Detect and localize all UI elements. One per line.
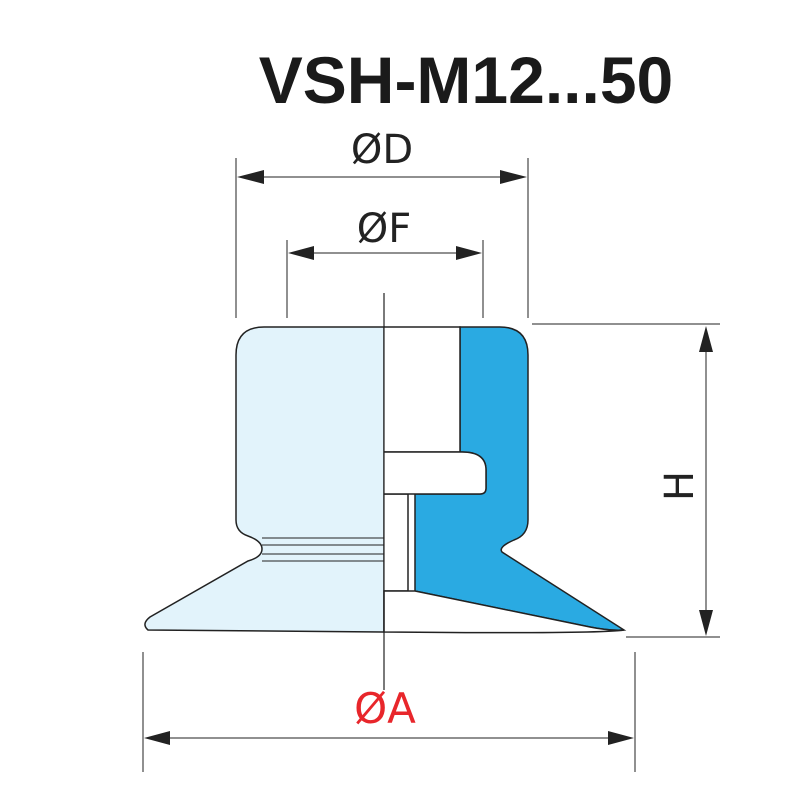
cup-left-half (144, 326, 385, 633)
label-height: H (657, 471, 703, 501)
label-outer-diameter: ØD (351, 127, 413, 173)
label-base-diameter: ØA (354, 684, 416, 733)
lip-cavity (383, 590, 625, 634)
label-inner-diameter: ØF (357, 206, 412, 252)
product-title: VSH-M12...50 (259, 43, 674, 117)
bore-upper (384, 326, 461, 453)
arrow-h-top (699, 326, 713, 352)
arrow-a-left (144, 731, 170, 745)
arrow-d-right (500, 170, 527, 184)
arrow-h-bottom (699, 610, 713, 636)
bore-groove (384, 451, 487, 495)
arrow-d-left (237, 170, 264, 184)
arrow-a-right (608, 731, 634, 745)
arrow-f-right (456, 246, 482, 260)
bore-lower (384, 493, 409, 592)
arrow-f-left (288, 246, 314, 260)
